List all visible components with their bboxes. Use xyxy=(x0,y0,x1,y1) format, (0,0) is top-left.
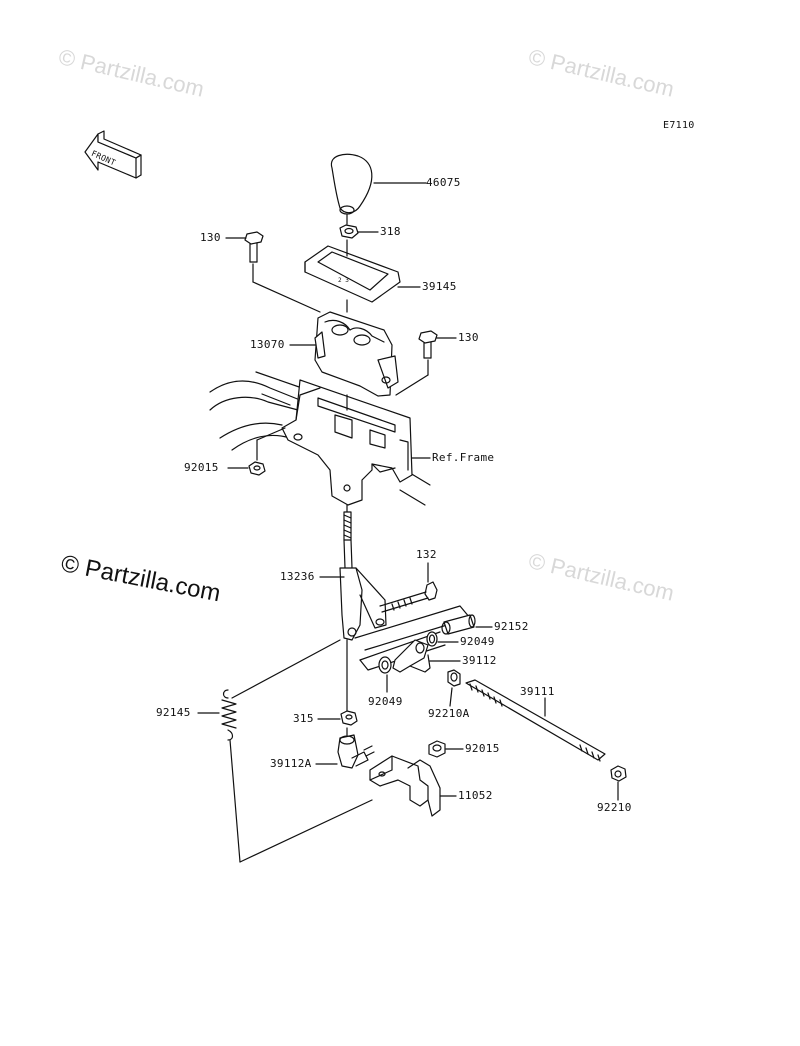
bolt-132 xyxy=(379,562,438,613)
shift-housing xyxy=(289,311,399,397)
part-label-132: 132 xyxy=(416,548,437,561)
part-label-92049-left: 92049 xyxy=(368,695,403,708)
bolt-130-left xyxy=(225,231,321,313)
part-label-92152: 92152 xyxy=(494,620,529,633)
nut-92210a xyxy=(447,669,461,707)
part-label-92049-right: 92049 xyxy=(460,635,495,648)
part-label-92210: 92210 xyxy=(597,801,632,814)
reference-frame xyxy=(209,371,431,506)
part-label-46075: 46075 xyxy=(426,176,461,189)
part-label-39112: 39112 xyxy=(462,654,497,667)
part-label-39145: 39145 xyxy=(422,280,457,293)
shift-arm-39112 xyxy=(392,639,461,673)
front-arrow-icon xyxy=(84,130,142,179)
diagram-code: E7110 xyxy=(663,120,695,131)
nut-92015-top xyxy=(227,427,286,476)
bracket-11052 xyxy=(369,755,457,817)
svg-text:2 3: 2 3 xyxy=(338,277,349,284)
part-label-92145: 92145 xyxy=(156,706,191,719)
guide-lines xyxy=(229,605,471,863)
spring-92145 xyxy=(197,689,237,741)
part-label-318: 318 xyxy=(380,225,401,238)
ball-joint-39112a xyxy=(315,734,375,769)
shift-rod xyxy=(465,679,606,762)
part-label-315: 315 xyxy=(293,712,314,725)
shift-gate-plate: 2 3 xyxy=(304,245,421,303)
shift-knob xyxy=(330,153,427,215)
part-label-92015-top: 92015 xyxy=(184,461,219,474)
nut-92015-bottom xyxy=(428,740,464,758)
collar-92152 xyxy=(441,614,493,635)
part-label-130-right: 130 xyxy=(458,331,479,344)
nut-92210 xyxy=(610,765,627,801)
part-label-92015-bottom: 92015 xyxy=(465,742,500,755)
shift-lever xyxy=(319,511,387,641)
part-label-130-left: 130 xyxy=(200,231,221,244)
part-label-39111: 39111 xyxy=(520,685,555,698)
part-label-13236: 13236 xyxy=(280,570,315,583)
bolt-130-right xyxy=(395,330,457,396)
nut-315 xyxy=(317,710,358,726)
part-label-92210a: 92210A xyxy=(428,707,470,720)
washer-92049-left xyxy=(378,656,392,693)
part-label-11052: 11052 xyxy=(458,789,493,802)
washer-92049-right xyxy=(426,631,459,647)
part-label-39112a: 39112A xyxy=(270,757,312,770)
nut-318 xyxy=(339,224,379,239)
ref-frame-label: Ref.Frame xyxy=(432,451,495,464)
part-label-13070: 13070 xyxy=(250,338,285,351)
